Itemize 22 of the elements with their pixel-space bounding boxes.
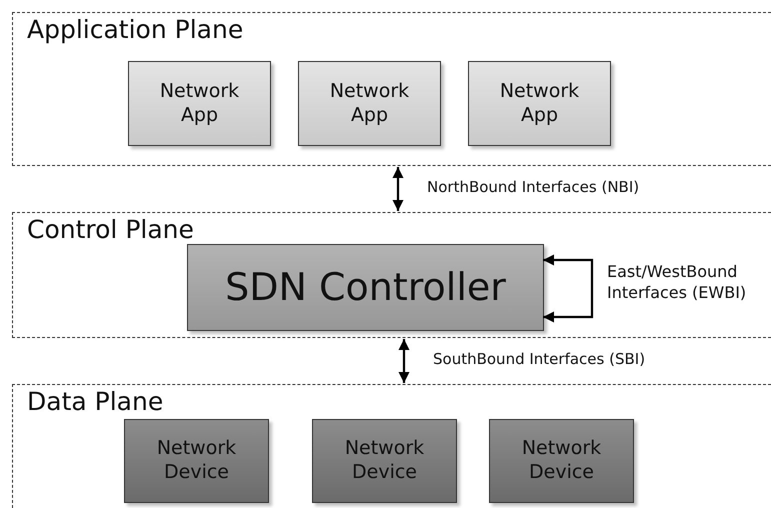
double-arrow [543,254,594,322]
controller-box [187,244,544,331]
plane-region [12,384,771,508]
app-box [468,61,611,146]
plane-region [12,12,771,166]
plane-title: Control Plane [27,215,194,244]
device-box [124,419,269,503]
double-arrow [398,339,410,383]
box-label: Network App [498,80,580,128]
plane-title: Data Plane [27,387,164,416]
double-arrow [392,167,404,211]
box-label: Network Device [344,437,426,485]
device-box [489,419,634,503]
box-label: Network Device [520,437,602,485]
box-label: Network Device [156,437,238,485]
device-box [312,419,457,503]
box-label: Network App [158,80,240,128]
app-box [298,61,441,146]
app-box [128,61,271,146]
box-label: SDN Controller [225,264,506,311]
box-label: Network App [328,80,410,128]
plane-title: Application Plane [27,15,244,44]
